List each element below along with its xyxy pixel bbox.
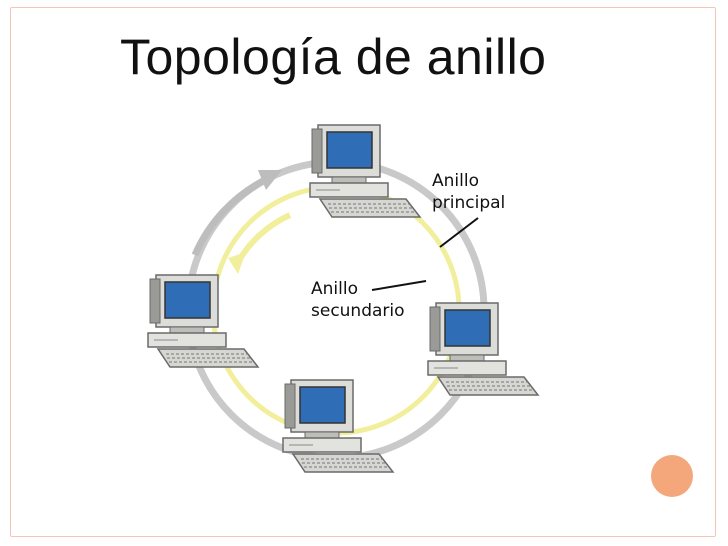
secondary-ring-label: Anillo secundario: [311, 278, 405, 322]
secondary-ring-label-line2: secundario: [311, 301, 405, 321]
secondary-arrowhead-icon: [228, 252, 246, 274]
secondary-direction-arrow: [235, 212, 292, 264]
primary-arrowhead-icon: [258, 170, 282, 190]
primary-ring-label-line1: Anillo: [432, 171, 479, 191]
slide-title: Topología de anillo: [120, 29, 547, 85]
primary-ring-label: Anillo principal: [432, 170, 505, 214]
secondary-ring-label-line1: Anillo: [311, 279, 358, 299]
computer-top: [309, 124, 421, 218]
primary-ring-label-line2: principal: [432, 193, 506, 213]
computer-right: [427, 302, 539, 396]
slide-frame: [10, 7, 716, 537]
secondary-pointer-line: [371, 280, 427, 291]
primary-pointer-line: [439, 217, 479, 248]
computer-left: [147, 274, 259, 368]
accent-dot: [651, 455, 693, 497]
primary-direction-arrow: [191, 176, 267, 257]
